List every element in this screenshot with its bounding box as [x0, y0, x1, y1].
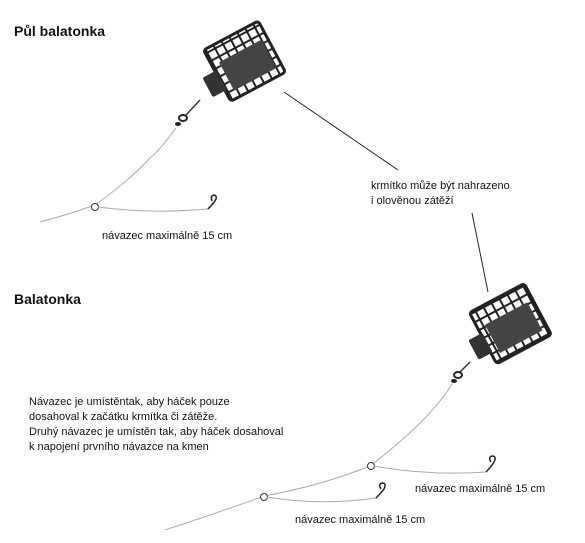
description-line: Druhý návazec je umístěn tak, aby háček …: [29, 426, 284, 438]
balatonka-title: Balatonka: [14, 291, 81, 307]
bottom-hook-icon-upper: [485, 455, 496, 473]
top-hook-icon: [207, 194, 218, 210]
bottom-leader-lower: [266, 496, 377, 503]
description-text: Návazec je umístěntak, aby háček pouze d…: [29, 395, 283, 455]
description-line: Návazec je umístěntak, aby háček pouze: [29, 396, 230, 408]
bottom-hook-icon-lower: [375, 482, 386, 499]
feeder-note: krmítko může být nahrazeno i olověnou zá…: [371, 179, 510, 209]
callout-pointer-top: [283, 91, 399, 171]
bottom-swivel: [451, 361, 471, 383]
leader-label-right: návazec maximálně 15 cm: [415, 483, 546, 495]
top-leader: [97, 206, 209, 212]
leader-label-top: návazec maximálně 15 cm: [102, 230, 233, 242]
bottom-connector-bead-upper: [367, 462, 375, 470]
bottom-main-line: [164, 383, 453, 531]
top-main-line: [39, 127, 177, 223]
top-swivel: [175, 99, 201, 126]
description-line: dosahoval k začátku krmítka či zátěže.: [29, 411, 218, 423]
bottom-feeder: [468, 283, 552, 365]
feeder-note-line: i olověnou zátěží: [371, 195, 454, 207]
feeder-note-line: krmítko může být nahrazeno: [371, 180, 510, 192]
top-feeder: [203, 20, 286, 102]
half-balatonka-title: Půl balatonka: [14, 23, 106, 39]
description-line: k napojení prvního návazce na kmen: [29, 441, 209, 453]
top-connector-bead: [91, 203, 99, 211]
bottom-connector-bead-lower: [260, 493, 268, 501]
leader-label-bottom: návazec maximálně 15 cm: [295, 514, 426, 526]
callout-pointer-bottom: [471, 212, 489, 293]
bottom-leader-upper: [373, 465, 487, 474]
